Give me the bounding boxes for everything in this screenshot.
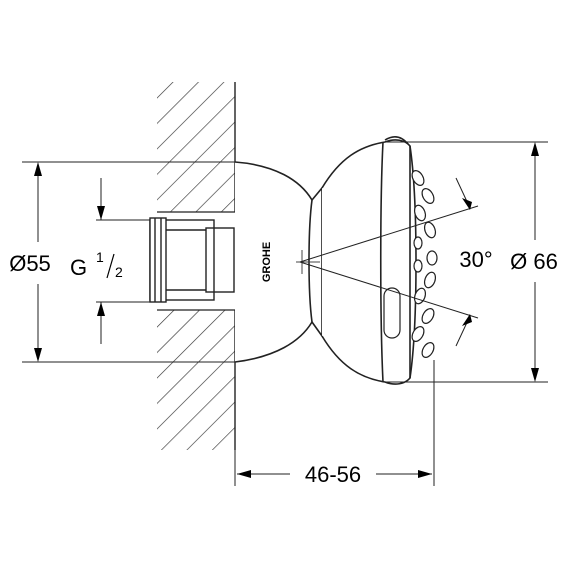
label-diameter-55: Ø55 [9,251,51,276]
dimension-left-outer [22,161,235,363]
dimension-thread-arrow-bottom [97,302,105,316]
angle-arrow-top [462,198,472,210]
threaded-connector [149,217,235,303]
label-thread-denominator: 2 [115,264,123,280]
dimension-depth-arrow-right [418,470,432,478]
label-thread-g: G [70,255,87,280]
label-depth: 46-56 [305,462,361,487]
label-thread-fraction-slash [106,253,115,279]
brand-logo: GROHE [261,242,273,282]
dimension-thread-arrow-top [97,206,105,220]
label-diameter-66: Ø 66 [510,249,558,274]
spray-nozzles [383,170,438,358]
dimension-right-outer-arrow-bottom [531,368,539,382]
dimension-right-outer-arrow-top [531,142,539,156]
dimension-left-outer-arrow-top [34,162,42,176]
dimension-left-outer-arrow-bottom [34,348,42,362]
angle-arrow-bottom [462,314,472,326]
label-angle-30: 30° [459,247,492,272]
label-thread-numerator: 1 [96,249,104,265]
dimension-thread [96,178,150,344]
dimension-depth-arrow-left [237,470,251,478]
dimension-right-outer [385,141,548,383]
